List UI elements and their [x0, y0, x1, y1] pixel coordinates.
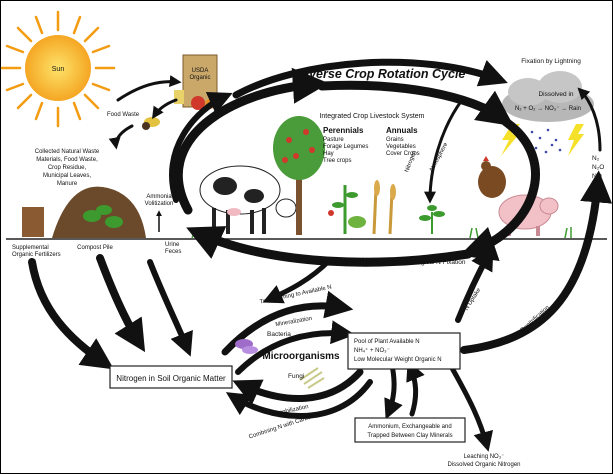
collected-line: Collected Natural Waste — [35, 149, 100, 155]
compost-plant-icon — [83, 205, 123, 228]
annuals-item: Vegetables — [386, 144, 416, 150]
annuals-heading: Annuals — [386, 126, 418, 135]
leaching-line: Leaching NO₃⁻ — [464, 454, 505, 460]
ammonia-line: Ammonia — [146, 194, 172, 200]
compost-to-soil-arrow — [96, 254, 146, 353]
cycle-arrows — [28, 58, 613, 452]
compost-pile-label: Compost Pile — [77, 245, 113, 251]
usda-to-waste-arrow — [152, 98, 178, 119]
transforming-arrow — [221, 290, 354, 356]
leaching-arrow — [449, 365, 494, 452]
food-waste-label: Food Waste — [107, 112, 140, 118]
combining-arrow — [225, 379, 373, 419]
supplemental-line: Organic Fertilizers — [12, 252, 61, 258]
annuals-item: Cover Crops — [386, 151, 420, 157]
perennials-item: Pasture — [323, 137, 344, 143]
gas-label: N₂O — [592, 164, 604, 171]
soil-organic-matter-box — [109, 365, 233, 389]
fungi-icon — [299, 367, 325, 389]
bio-fixation-arrow — [424, 98, 464, 204]
bio-fixation-label: Biological N Fixation — [407, 259, 466, 266]
rotation-arrow — [317, 80, 514, 127]
rotation-arrow — [186, 226, 473, 267]
lightning-equation: N₂ + O₂ → NO₃⁻ → Rain — [515, 106, 581, 112]
rotation-arrow — [173, 67, 329, 215]
ammonium-box — [354, 417, 466, 443]
chicken-icon — [478, 156, 506, 198]
lightning-bolt-icon — [501, 124, 520, 156]
food-waste-icon — [142, 117, 160, 130]
crop-residue-label: Crop Residue — [335, 257, 375, 264]
sun-to-usda-arrow — [116, 75, 182, 102]
ammonium-line: Trapped Between Clay Minerals — [367, 433, 452, 439]
combining-label: Combining N with Carbon — [248, 414, 315, 441]
fertilizer-bag-icon — [22, 207, 44, 237]
bacteria-icon — [235, 339, 258, 354]
annuals-item: Grains — [386, 137, 404, 143]
urine-line: Feces — [165, 249, 181, 255]
immobilization-arrow — [232, 368, 364, 405]
collected-line: Municipal Leaves, — [43, 173, 91, 179]
diagram-title: Diverse Crop Rotation Cycle — [297, 67, 466, 81]
gas-up-arrow — [577, 87, 602, 152]
supplemental-to-soil-arrow — [28, 258, 114, 370]
sun-label: Sun — [52, 66, 65, 73]
pool-line: Low Molecular Weight Organic N — [354, 357, 442, 363]
collected-waste-text: Collected Natural Waste Materials, Food … — [35, 149, 100, 187]
supplemental-line: Supplemental — [12, 245, 49, 251]
collected-line: Crop Residue, — [48, 165, 87, 171]
cow-icon — [199, 165, 297, 234]
crop-plants-icon — [328, 180, 396, 235]
storm-cloud-icon — [502, 71, 594, 122]
perennials-heading: Perennials — [323, 126, 364, 135]
collected-line: Manure — [57, 181, 78, 187]
apple-tree-icon — [273, 116, 325, 235]
ammonium-to-pool-arrow — [406, 360, 425, 417]
outer-loop-arrow — [169, 91, 233, 203]
legume-plant-icon — [419, 205, 445, 234]
pool-to-ammonium-arrow — [384, 362, 403, 420]
mineralization-label: Mineralization — [275, 316, 313, 328]
mineralization-arrow — [235, 320, 356, 375]
dissolved-in-label: Dissolved in — [538, 91, 573, 98]
perennials-item: Forage Legumes — [323, 144, 368, 150]
pool-line: NH₄⁺ + NO₃⁻ — [354, 347, 390, 354]
pool-line: Pool of Plant Available N — [354, 339, 420, 345]
residue-arrow — [262, 257, 333, 304]
outer-loop-arrow — [232, 58, 508, 99]
bacteria-label: Bacteria — [267, 331, 291, 338]
ammonium-line: Ammonium, Exchangeable and — [368, 424, 451, 430]
lightning-bolt-icon — [568, 124, 584, 156]
urine-line: Urine — [165, 242, 180, 248]
diagram-subtitle: Integrated Crop Livestock System — [319, 113, 424, 120]
perennials-item: Tree crops — [323, 158, 351, 164]
rain-drops-icon — [530, 128, 562, 154]
gas-label: N₂ — [592, 155, 600, 162]
usda-line1: USDA — [192, 68, 209, 74]
soil-organic-matter-label: Nitrogen in Soil Organic Matter — [116, 374, 226, 383]
n-uptake-arrow — [455, 245, 494, 323]
perennials-item: Hay — [323, 151, 334, 157]
fungi-label: Fungi — [288, 373, 304, 380]
sun-icon — [0, 10, 116, 128]
leaching-line: Dissolved Organic Nitrogen — [447, 462, 520, 468]
denitrification-arrow — [460, 170, 613, 354]
fixation-lightning-label: Fixation by Lightning — [521, 58, 581, 65]
collected-line: Materials, Food Waste, — [36, 157, 98, 163]
pool-box — [347, 332, 461, 370]
urine-to-soil-arrow — [147, 259, 193, 357]
usda-line2: Organic — [189, 75, 210, 81]
microorganisms-label: Microorganisms — [262, 351, 340, 362]
waste-to-collected-arrow — [108, 124, 134, 150]
rotation-arrow — [459, 117, 540, 261]
ammonia-line: Volitization — [145, 201, 174, 207]
